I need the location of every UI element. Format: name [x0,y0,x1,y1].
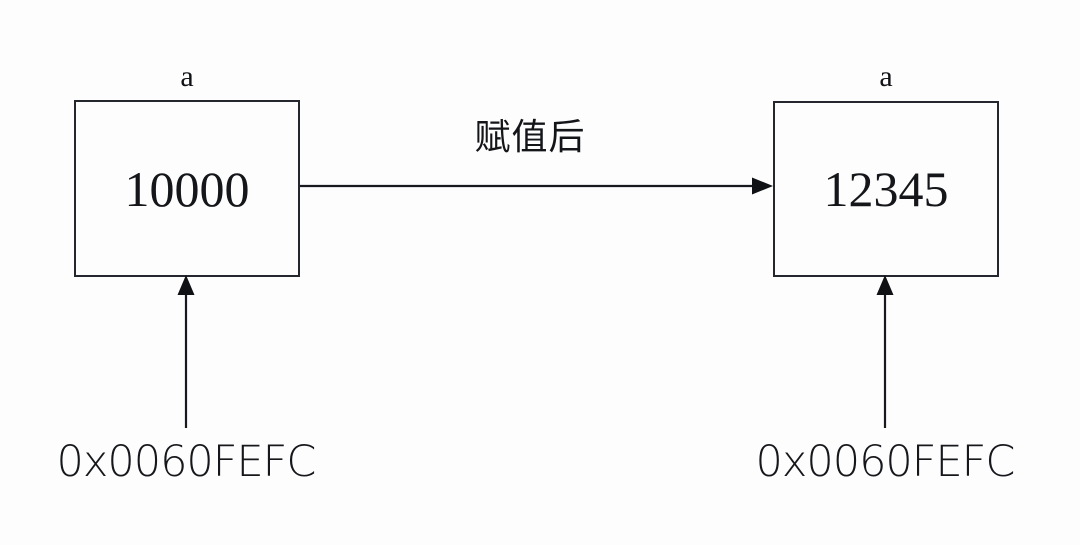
address-pointer-arrow-after [870,273,900,428]
assignment-arrow-head [752,177,773,195]
variable-label-before: a [180,60,194,93]
memory-box-before: 10000 [74,100,300,277]
memory-address-before: 0x0060FEFC [56,437,317,487]
memory-box-after: 12345 [773,101,999,277]
memory-value-after: 12345 [823,161,949,217]
address-pointer-head-before [177,275,195,295]
address-pointer-arrow-before [171,273,201,428]
memory-address-after: 0x0060FEFC [755,437,1016,487]
assignment-arrow [300,171,774,201]
memory-value-before: 10000 [124,160,250,217]
assignment-label: 赋值后 [474,117,586,158]
address-pointer-head-after [876,275,894,295]
variable-label-after: a [879,60,893,93]
